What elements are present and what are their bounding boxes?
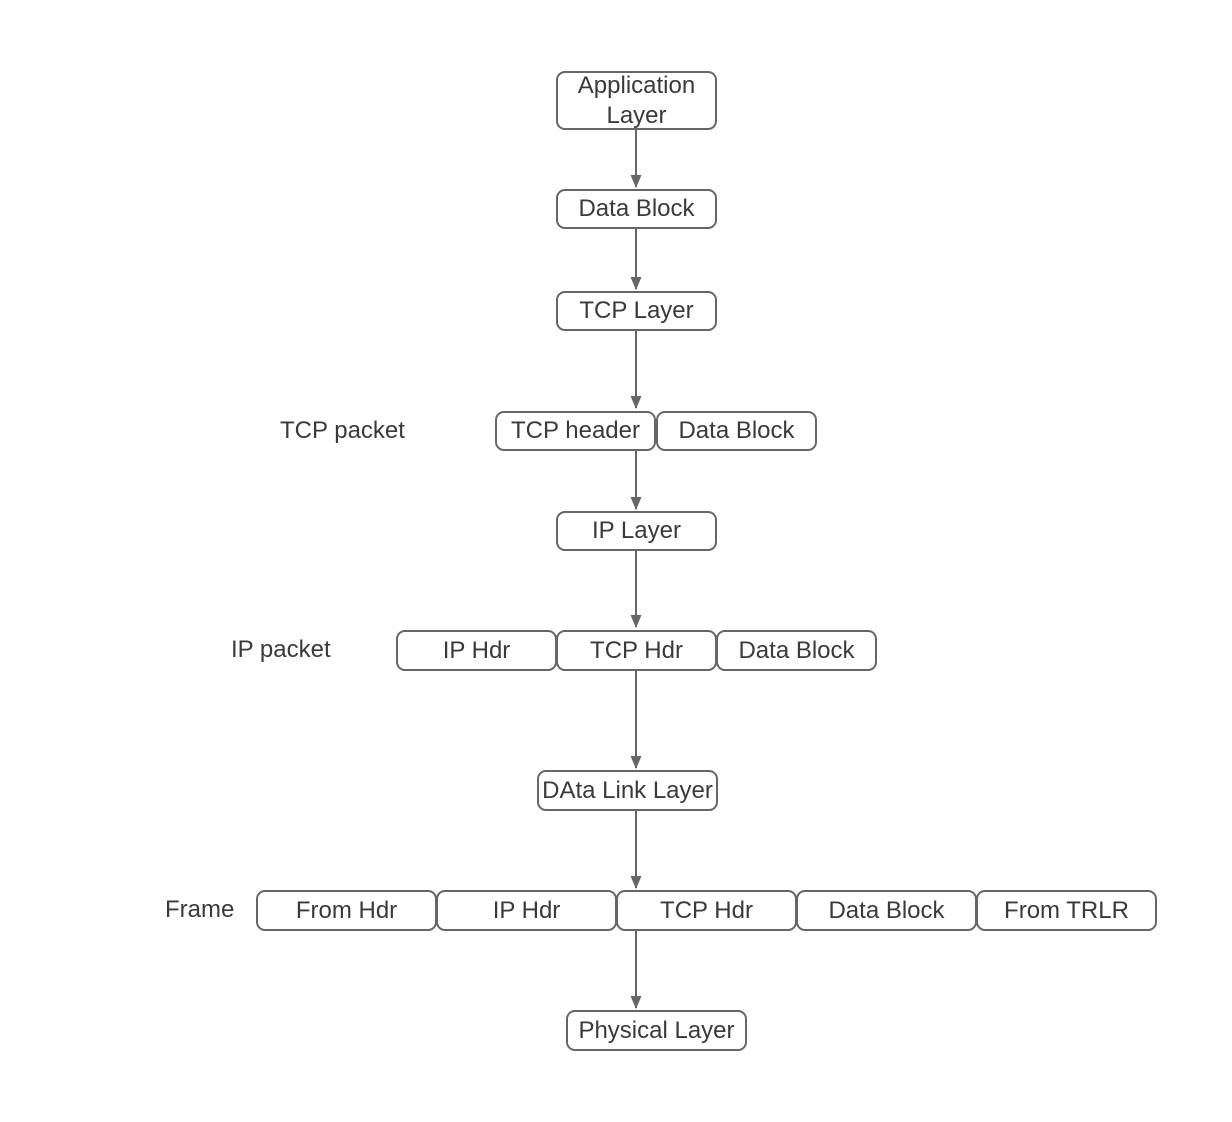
node-label: TCP Layer: [579, 297, 694, 325]
node-physical-layer: Physical Layer: [566, 1010, 747, 1051]
node-label: Application Layer: [577, 72, 696, 129]
cell-tcp-hdr: TCP Hdr: [616, 890, 797, 931]
cell-label: From TRLR: [1004, 896, 1129, 924]
node-label: Physical Layer: [578, 1016, 735, 1044]
cell-label: IP Hdr: [492, 896, 561, 924]
cell-data-block: Data Block: [656, 411, 817, 451]
cell-label: Data Block: [828, 896, 945, 924]
node-tcp-layer: TCP Layer: [556, 291, 717, 331]
caption-ip-packet: IP packet: [231, 636, 331, 663]
cell-ip-hdr: IP Hdr: [396, 630, 557, 671]
cell-label: Data Block: [738, 636, 855, 664]
cell-data-block: Data Block: [796, 890, 977, 931]
cell-tcp-hdr: TCP Hdr: [556, 630, 717, 671]
node-label: DAta Link Layer: [542, 776, 713, 804]
cell-from-trlr: From TRLR: [976, 890, 1157, 931]
node-ip-layer: IP Layer: [556, 511, 717, 551]
cell-tcp-header: TCP header: [495, 411, 656, 451]
node-label: IP Layer: [592, 517, 681, 545]
cell-label: Data Block: [678, 417, 795, 445]
cell-label: IP Hdr: [442, 636, 511, 664]
cell-data-block: Data Block: [716, 630, 877, 671]
node-label: Data Block: [578, 195, 695, 223]
caption-frame: Frame: [165, 896, 235, 923]
node-data-block: Data Block: [556, 189, 717, 229]
cell-label: From Hdr: [295, 896, 398, 924]
node-application-layer: Application Layer: [556, 71, 717, 130]
cell-ip-hdr: IP Hdr: [436, 890, 617, 931]
cell-label: TCP Hdr: [660, 896, 753, 924]
caption-tcp-packet: TCP packet: [280, 417, 405, 444]
cell-label: TCP header: [511, 417, 640, 445]
cell-from-hdr: From Hdr: [256, 890, 437, 931]
node-data-link-layer: DAta Link Layer: [537, 770, 718, 811]
cell-label: TCP Hdr: [590, 636, 683, 664]
